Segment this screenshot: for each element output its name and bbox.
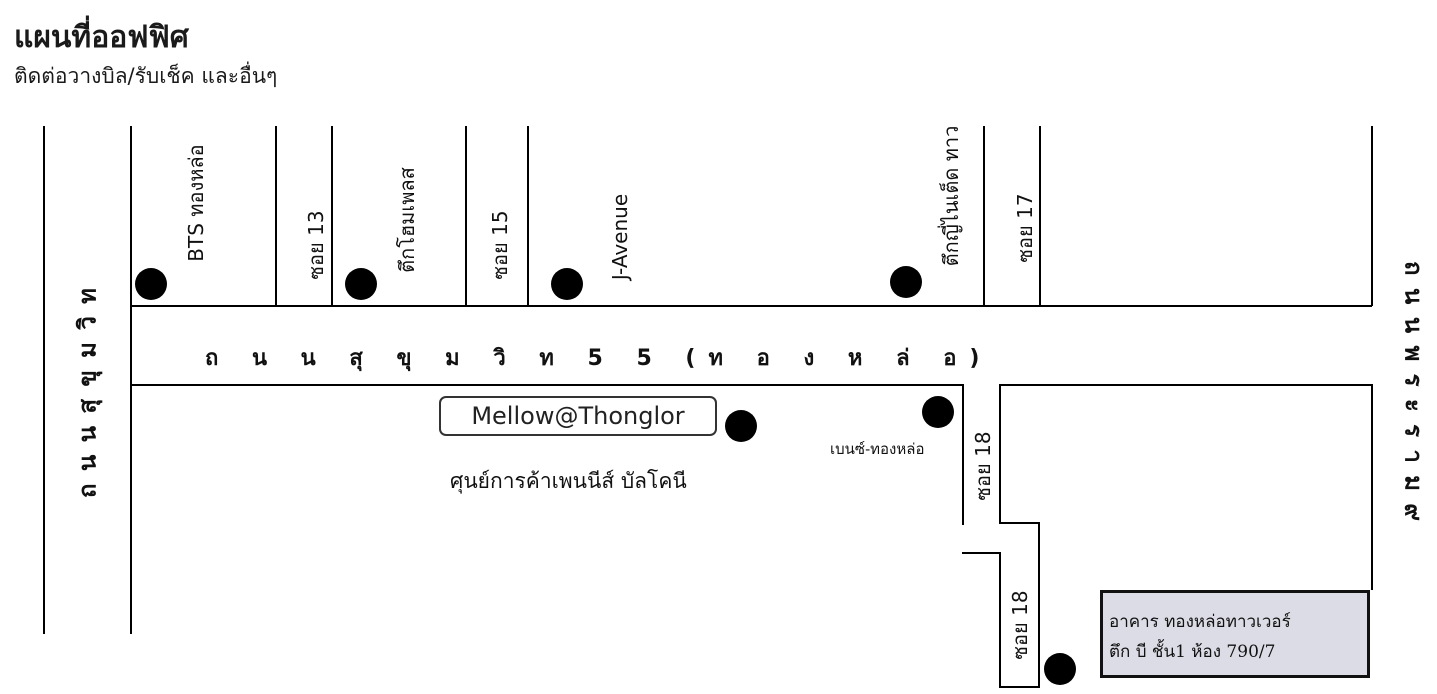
soi18-upper-left-line [962,384,964,525]
yai-building-label: ตึกญี่ไนเต็ด ทาว [939,125,963,267]
rama9-road-left-edge-top [1371,126,1373,306]
soi17-label: ซอย 17 [1013,193,1037,263]
soi18-jog-bottom [962,552,1001,554]
soi17-left-line [983,126,985,306]
main-road-bottom-edge-left [131,384,963,386]
j-avenue-marker [551,268,583,300]
soi17-right-line [1039,126,1041,306]
home-place-label: ตึกโฮมเพลส [395,167,419,273]
penny-balcony-label: ศุนย์การค้าเพนนีส์ บัลโคนี [450,469,687,493]
office-marker [1044,653,1076,685]
page-subtitle: ติดต่อวางบิล/รับเช็ค และอื่นๆ [14,64,278,88]
soi18-lower-right-line [1038,522,1040,688]
main-road-label: ถ น น สุ ขุ ม วิ ท 5 5 (ท อ ง ห ล่ อ) [205,346,993,371]
building-name: อาคาร ทองหล่อทาวเวอร์ [1109,612,1291,632]
bts-thonglor-label: BTS ทองหล่อ [184,144,208,262]
soi18-jog-top [999,522,1039,524]
sukhumvit-road-label: ถ น น สุ ขุ ม วิ ท [73,285,102,499]
home-place-marker [345,268,377,300]
benz-thonglor-marker [922,396,954,428]
mellow-thonglor-label: Mellow@Thonglor [439,396,717,436]
soi18-lower-label: ซอย 18 [1008,590,1032,660]
main-road-bottom-edge-right [1000,384,1372,386]
soi18-upper-label: ซอย 18 [971,431,995,501]
sukhumvit-road-left-edge [43,126,45,634]
soi15-right-line [527,126,529,306]
soi18-bottom-line [999,686,1040,688]
soi13-label: ซอย 13 [304,210,328,280]
bts-thonglor-marker [135,268,167,300]
soi13-right-line [331,126,333,306]
page-title: แผนที่ออฟฟิศ [14,20,189,55]
soi15-left-line [465,126,467,306]
soi18-upper-right-line [999,384,1001,524]
benz-thonglor-label: เบนซ์-ทองหล่อ [830,440,925,458]
soi18-lower-left-line [999,552,1001,688]
yai-building-marker [890,266,922,298]
main-road-top-edge [131,305,1372,307]
building-room: ตึก บี ชั้น1 ห้อง 790/7 [1109,642,1276,662]
soi13-left-line [275,126,277,306]
j-avenue-label: J-Avenue [608,193,632,281]
thonglor-tower-building: อาคาร ทองหล่อทาวเวอร์ ตึก บี ชั้น1 ห้อง … [1100,590,1370,678]
rama9-road-label: ถ น น พ ร ะ ร า ม ๙ [1399,261,1428,523]
soi15-label: ซอย 15 [488,210,512,280]
rama9-road-left-edge-bottom [1371,384,1373,590]
mellow-thonglor-marker [725,410,757,442]
sukhumvit-road-right-edge [130,126,132,634]
